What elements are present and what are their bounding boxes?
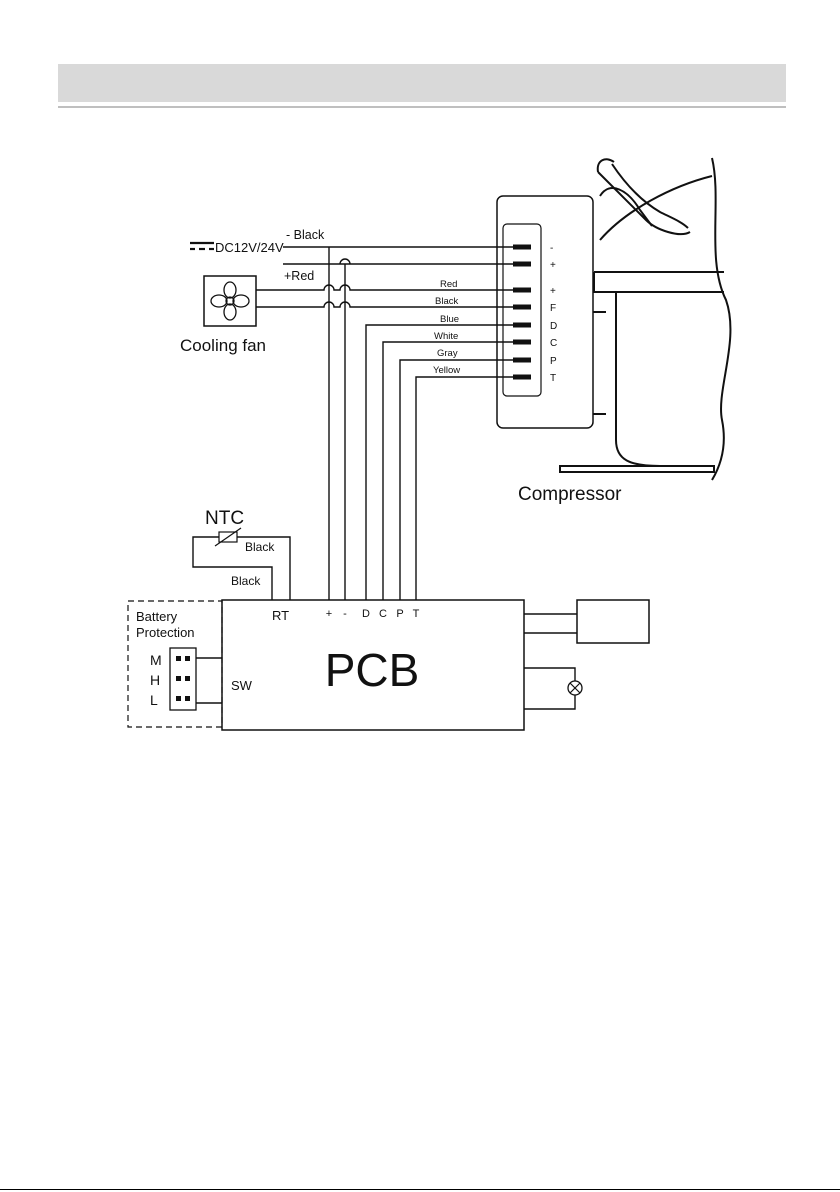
- ntc-wire-top-label: Black: [245, 540, 275, 554]
- wire-label-blue: Blue: [440, 314, 459, 325]
- cooling-fan: [204, 276, 256, 326]
- compressor-terminal-label: +: [550, 286, 556, 297]
- dc-power-symbol: [190, 243, 214, 249]
- pcb-label: PCB: [325, 644, 420, 696]
- battery-level-m: M: [150, 652, 162, 668]
- fan-red-wire: [256, 285, 517, 290]
- compressor-terminal-label: -: [550, 243, 553, 254]
- wire-hop: [340, 259, 350, 264]
- wire-label-gray: Gray: [437, 348, 458, 359]
- wire-label-yellow: Yellow: [433, 365, 460, 376]
- pos-wire-label: +Red: [284, 269, 314, 283]
- lamp-icon: [568, 681, 582, 695]
- pcb-pin-label: P: [396, 608, 403, 620]
- fan-black-wire: [256, 302, 517, 307]
- compressor-terminal-label: F: [550, 303, 556, 314]
- battery-label-line2: Protection: [136, 625, 195, 640]
- fan-label: Cooling fan: [180, 336, 266, 355]
- compressor-terminal-label: D: [550, 321, 557, 332]
- battery-level-h: H: [150, 672, 160, 688]
- page-bottom-rule: [0, 1189, 840, 1190]
- ntc-label: NTC: [205, 508, 244, 529]
- compressor-terminal-label: P: [550, 356, 557, 367]
- battery-label-line1: Battery: [136, 609, 178, 624]
- compressor-terminal-label: +: [550, 260, 556, 271]
- neg-wire-label: - Black: [286, 228, 325, 242]
- wire-label-red: Red: [440, 279, 457, 290]
- pcb-pin-label: +: [326, 608, 332, 620]
- pcb-sw-label: SW: [231, 678, 253, 693]
- pcb-pin-label: D: [362, 608, 370, 620]
- compressor-terminal-label: T: [550, 373, 556, 384]
- battery-jumper-header[interactable]: [170, 648, 196, 710]
- pcb-pin-label: C: [379, 608, 387, 620]
- wire-label-black: Black: [435, 296, 458, 307]
- compressor-terminal-label: C: [550, 338, 557, 349]
- pcb-pin-label: T: [413, 608, 420, 620]
- output-device-box: [577, 600, 649, 643]
- power-label: DC12V/24V: [215, 240, 284, 255]
- pcb-pin-label: -: [343, 608, 347, 620]
- lamp-wire: [524, 668, 575, 709]
- compressor-terminal-box: [497, 196, 593, 428]
- battery-level-l: L: [150, 692, 158, 708]
- pcb-rt-label: RT: [272, 608, 289, 623]
- compressor-label: Compressor: [518, 484, 622, 505]
- ntc-wire-bottom-label: Black: [231, 574, 261, 588]
- wire-label-white: White: [434, 331, 458, 342]
